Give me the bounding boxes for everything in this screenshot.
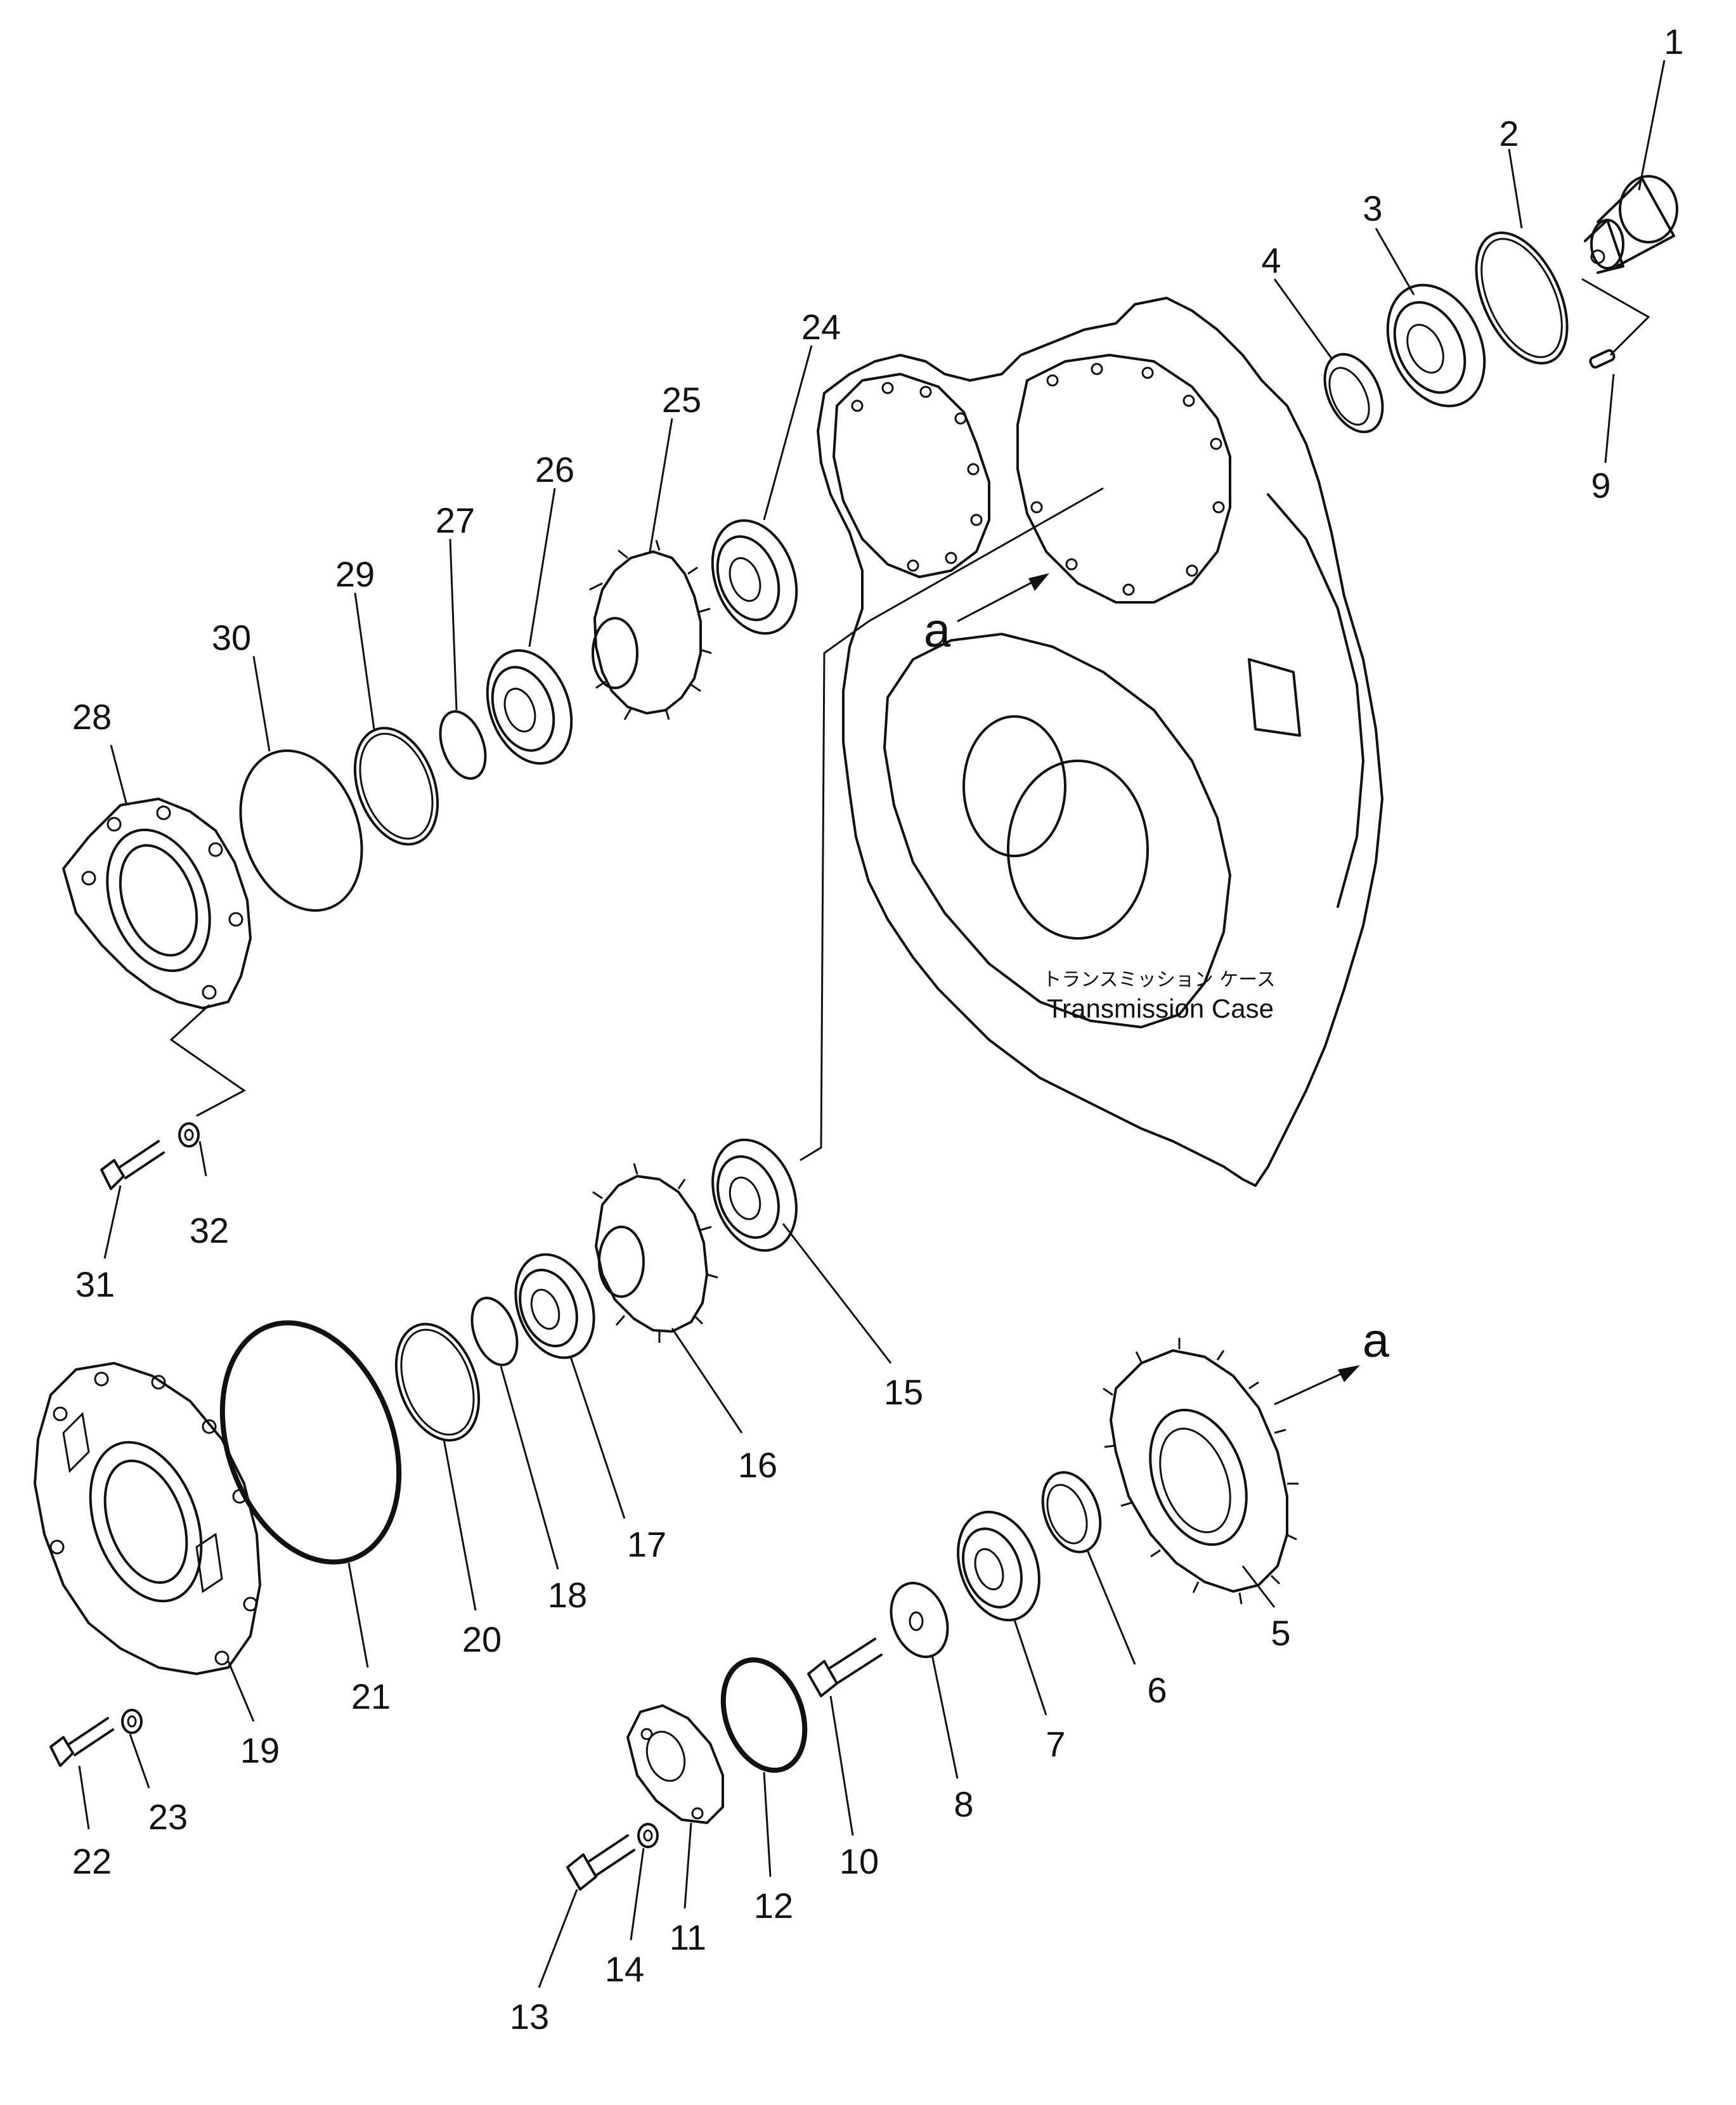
part-2-snap-ring [1475, 231, 1569, 365]
part-21-o-ring [219, 1320, 402, 1565]
callout-6: 6 [1147, 1670, 1167, 1710]
part-28-cover [62, 798, 252, 1117]
callout-30: 30 [212, 618, 251, 657]
callout-17: 17 [627, 1524, 666, 1564]
part-6-collar [1041, 1471, 1102, 1553]
part-16-gear [592, 1163, 718, 1343]
part-1-shaft [1584, 175, 1678, 274]
callout-25: 25 [662, 380, 701, 420]
callout-26: 26 [535, 450, 574, 489]
transmission-case: a トランスミッション ケース Transmission Case [800, 297, 1383, 1187]
part-31-bolt [100, 1140, 165, 1190]
callout-19: 19 [240, 1730, 280, 1770]
part-15-bearing [711, 1138, 798, 1252]
callout-32: 32 [190, 1210, 229, 1250]
part-12-o-ring [720, 1657, 808, 1773]
callout-numbers: 1 2 3 4 5 6 7 8 9 10 11 12 13 14 15 16 1… [72, 22, 1684, 2037]
part-24-bearing [711, 519, 798, 635]
callout-9: 9 [1591, 465, 1610, 505]
part-29-snap-ring [353, 727, 439, 846]
callout-28: 28 [72, 697, 112, 737]
part-17-bearing [514, 1253, 595, 1359]
part-9-pin [1581, 278, 1650, 369]
part-20-snap-ring [394, 1323, 481, 1442]
part-7-bearing [957, 1510, 1040, 1622]
callout-3: 3 [1363, 188, 1382, 228]
case-label-japanese: トランスミッション ケース [1042, 969, 1275, 991]
part-13-bolt [566, 1834, 635, 1891]
flow-arrow-a-gear: a [1274, 1314, 1390, 1406]
callout-16: 16 [738, 1445, 777, 1485]
callout-23: 23 [148, 1797, 188, 1837]
part-14-washer [637, 1823, 659, 1848]
part-18-snap-ring [470, 1297, 519, 1366]
part-26-bearing [486, 649, 573, 765]
callout-15: 15 [884, 1372, 923, 1412]
flow-arrow-a-case: a [924, 573, 1049, 657]
part-10-bolt [807, 1638, 883, 1697]
callout-20: 20 [462, 1619, 502, 1659]
callout-18: 18 [548, 1575, 587, 1615]
callout-2: 2 [1499, 113, 1519, 153]
part-8-spacer [890, 1581, 949, 1659]
leader-lines [78, 60, 1666, 1988]
part-32-washer [178, 1122, 200, 1148]
callout-22: 22 [72, 1841, 112, 1881]
callout-10: 10 [839, 1841, 879, 1881]
callout-27: 27 [436, 500, 475, 540]
callout-13: 13 [510, 1997, 549, 2037]
callout-11: 11 [670, 1917, 706, 1957]
part-25-gear [589, 540, 712, 720]
part-27-snap-ring [439, 710, 487, 780]
callout-14: 14 [605, 1949, 644, 1989]
case-label-english: Transmission Case [1047, 994, 1274, 1023]
callout-8: 8 [954, 1784, 973, 1824]
callout-12: 12 [754, 1886, 793, 1926]
part-19-cover [34, 1362, 261, 1675]
callout-31: 31 [75, 1264, 115, 1304]
callout-21: 21 [351, 1676, 391, 1716]
part-3-bearing [1386, 283, 1486, 408]
part-4-collar [1323, 353, 1384, 434]
part-5-gear: a [1103, 1314, 1390, 1605]
callout-29: 29 [335, 554, 375, 594]
callout-4: 4 [1261, 240, 1281, 280]
callout-24: 24 [801, 307, 841, 347]
flow-marker-a-case: a [924, 604, 951, 657]
part-30-o-ring [239, 749, 363, 912]
part-22-bolt [49, 1717, 114, 1767]
case-bolt-holes [851, 363, 1225, 596]
callout-7: 7 [1046, 1724, 1065, 1764]
part-23-washer [121, 1709, 143, 1734]
callout-5: 5 [1271, 1613, 1290, 1653]
part-11-cover [626, 1704, 724, 1824]
callout-1: 1 [1664, 22, 1683, 62]
flow-marker-a-gear: a [1363, 1314, 1390, 1368]
